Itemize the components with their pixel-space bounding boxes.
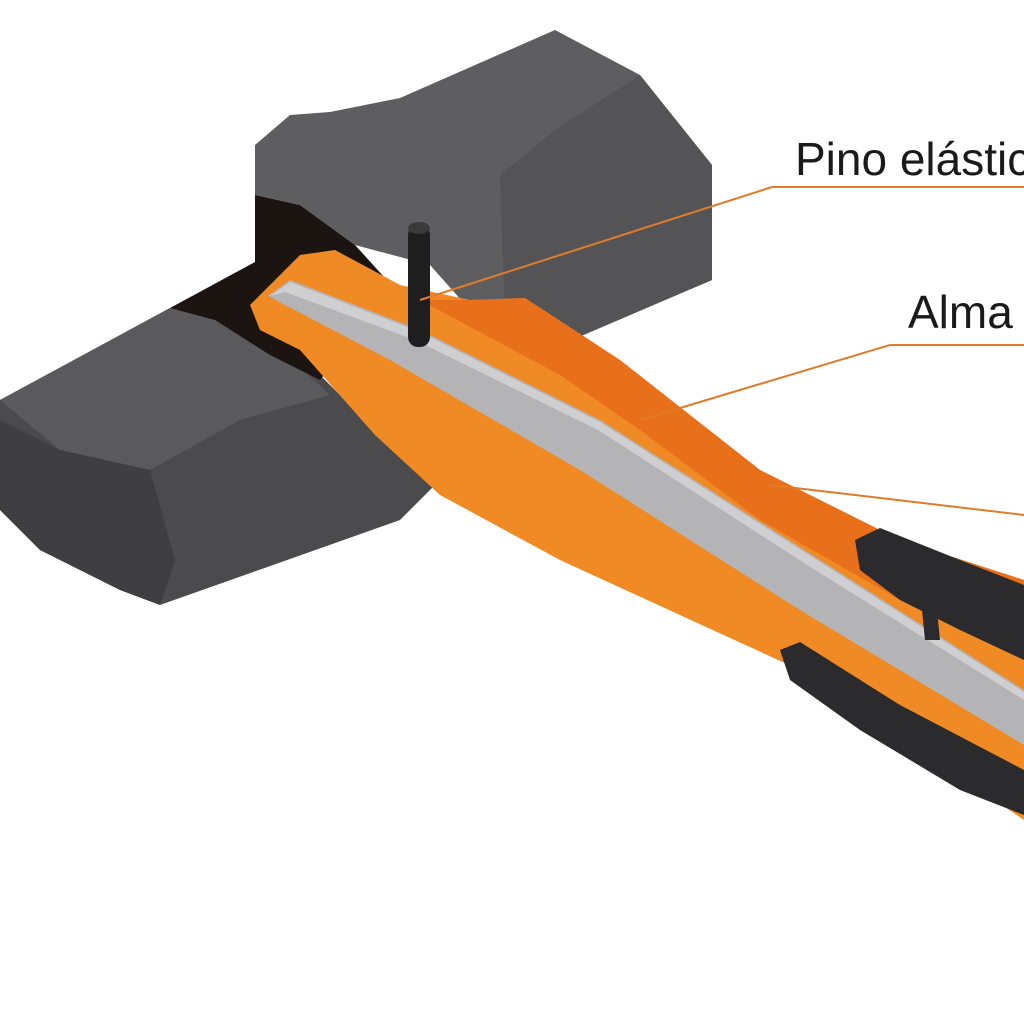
- head-front-side: [0, 420, 175, 605]
- steel-core: [268, 280, 1024, 745]
- hammer-head: [0, 30, 712, 605]
- leader-alma: [639, 344, 1024, 421]
- head-upper-side: [500, 75, 712, 345]
- grip-lower: [780, 642, 1024, 815]
- grip-upper: [855, 528, 1024, 660]
- head-front-top: [0, 308, 330, 470]
- label-pino-elastico: Pino elástico: [795, 133, 1024, 185]
- pin-top: [408, 222, 430, 234]
- label-alma: Alma: [908, 286, 1013, 338]
- elastic-pin: [408, 222, 430, 347]
- pin-body: [408, 225, 430, 347]
- grip-separator: [920, 590, 940, 640]
- handle: [250, 250, 1024, 820]
- leader-lines: [419, 186, 1024, 516]
- leader-third: [769, 484, 1024, 516]
- leader-pino: [419, 186, 1024, 301]
